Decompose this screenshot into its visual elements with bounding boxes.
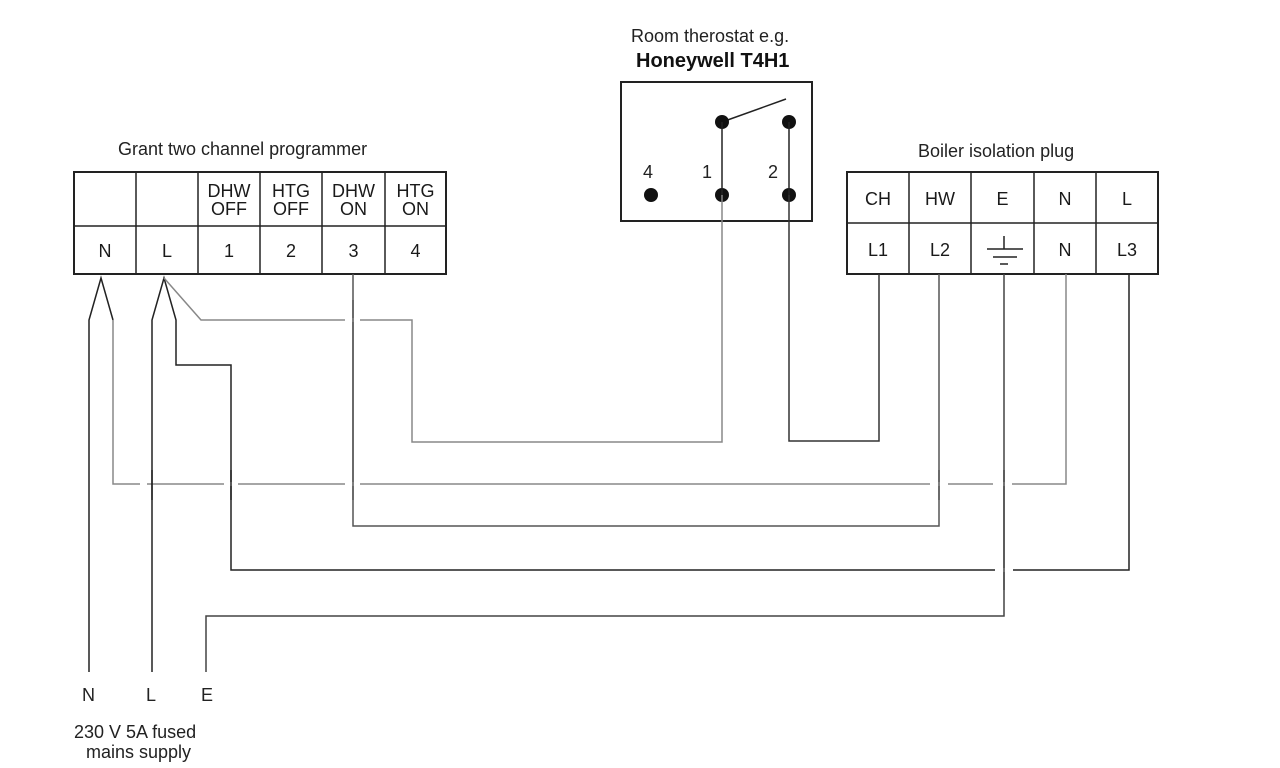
- programmer-terminal-1: 1: [223, 241, 234, 261]
- programmer-title: Grant two channel programmer: [118, 139, 368, 159]
- mains-caption-line2: mains supply: [86, 742, 192, 762]
- programmer-terminal-2: 2: [285, 241, 296, 261]
- boiler-title: Boiler isolation plug: [918, 141, 1075, 161]
- programmer-terminal-4: 4: [410, 241, 421, 261]
- earth-symbol-icon: [987, 236, 1023, 265]
- wire-live-to-htg: [163, 195, 723, 443]
- boiler-terminal-l3: L3: [1116, 239, 1138, 260]
- programmer-cell-htg-on: HTG ON: [396, 181, 435, 219]
- thermostat-terminal-4-label: 4: [643, 162, 654, 182]
- wire-stat-to-ch: [788, 195, 880, 442]
- wire-neutral-to-boiler: [112, 274, 1067, 485]
- programmer-cell-htg-off: HTG OFF: [272, 181, 310, 219]
- boiler-terminal-l1: L1: [867, 239, 889, 260]
- switch-contact: [721, 98, 787, 123]
- mains-terminal-n: N: [82, 685, 95, 705]
- programmer-terminal-3: 3: [348, 241, 359, 261]
- thermostat-box: [620, 81, 813, 222]
- programmer-cell-dhw-off: DHW OFF: [207, 181, 251, 219]
- programmer-terminal-l: L: [161, 241, 172, 261]
- terminal-dot-4: [644, 188, 658, 202]
- programmer-terminal-n: N: [98, 241, 112, 261]
- thermostat-model: Honeywell T4H1: [636, 50, 790, 72]
- boiler-plug-box: [846, 171, 1159, 275]
- boiler-cell-ch: CH: [865, 188, 891, 209]
- boiler-cell-e: E: [996, 188, 1009, 209]
- boiler-cell-l: L: [1121, 188, 1132, 209]
- boiler-terminal-n: N: [1058, 239, 1072, 260]
- boiler-terminal-l2: L2: [929, 239, 951, 260]
- mains-terminal-e: E: [201, 685, 214, 705]
- wire-mains-neutral: [88, 275, 114, 672]
- thermostat-title: Room therostat e.g.: [631, 26, 790, 46]
- thermostat-terminal-1-label: 1: [702, 162, 713, 182]
- programmer-box: [73, 171, 447, 275]
- mains-terminal-l: L: [146, 685, 157, 705]
- boiler-cell-hw: HW: [925, 188, 955, 209]
- wire-earth: [205, 274, 1005, 672]
- thermostat-terminal-2-label: 2: [768, 162, 779, 182]
- wire-dhw-on-to-hw: [352, 274, 940, 527]
- mains-caption-line1: 230 V 5A fused: [74, 722, 197, 742]
- programmer-cell-dhw-on: DHW ON: [332, 181, 375, 219]
- boiler-cell-n: N: [1058, 188, 1072, 209]
- wire-mains-live: [151, 274, 1130, 672]
